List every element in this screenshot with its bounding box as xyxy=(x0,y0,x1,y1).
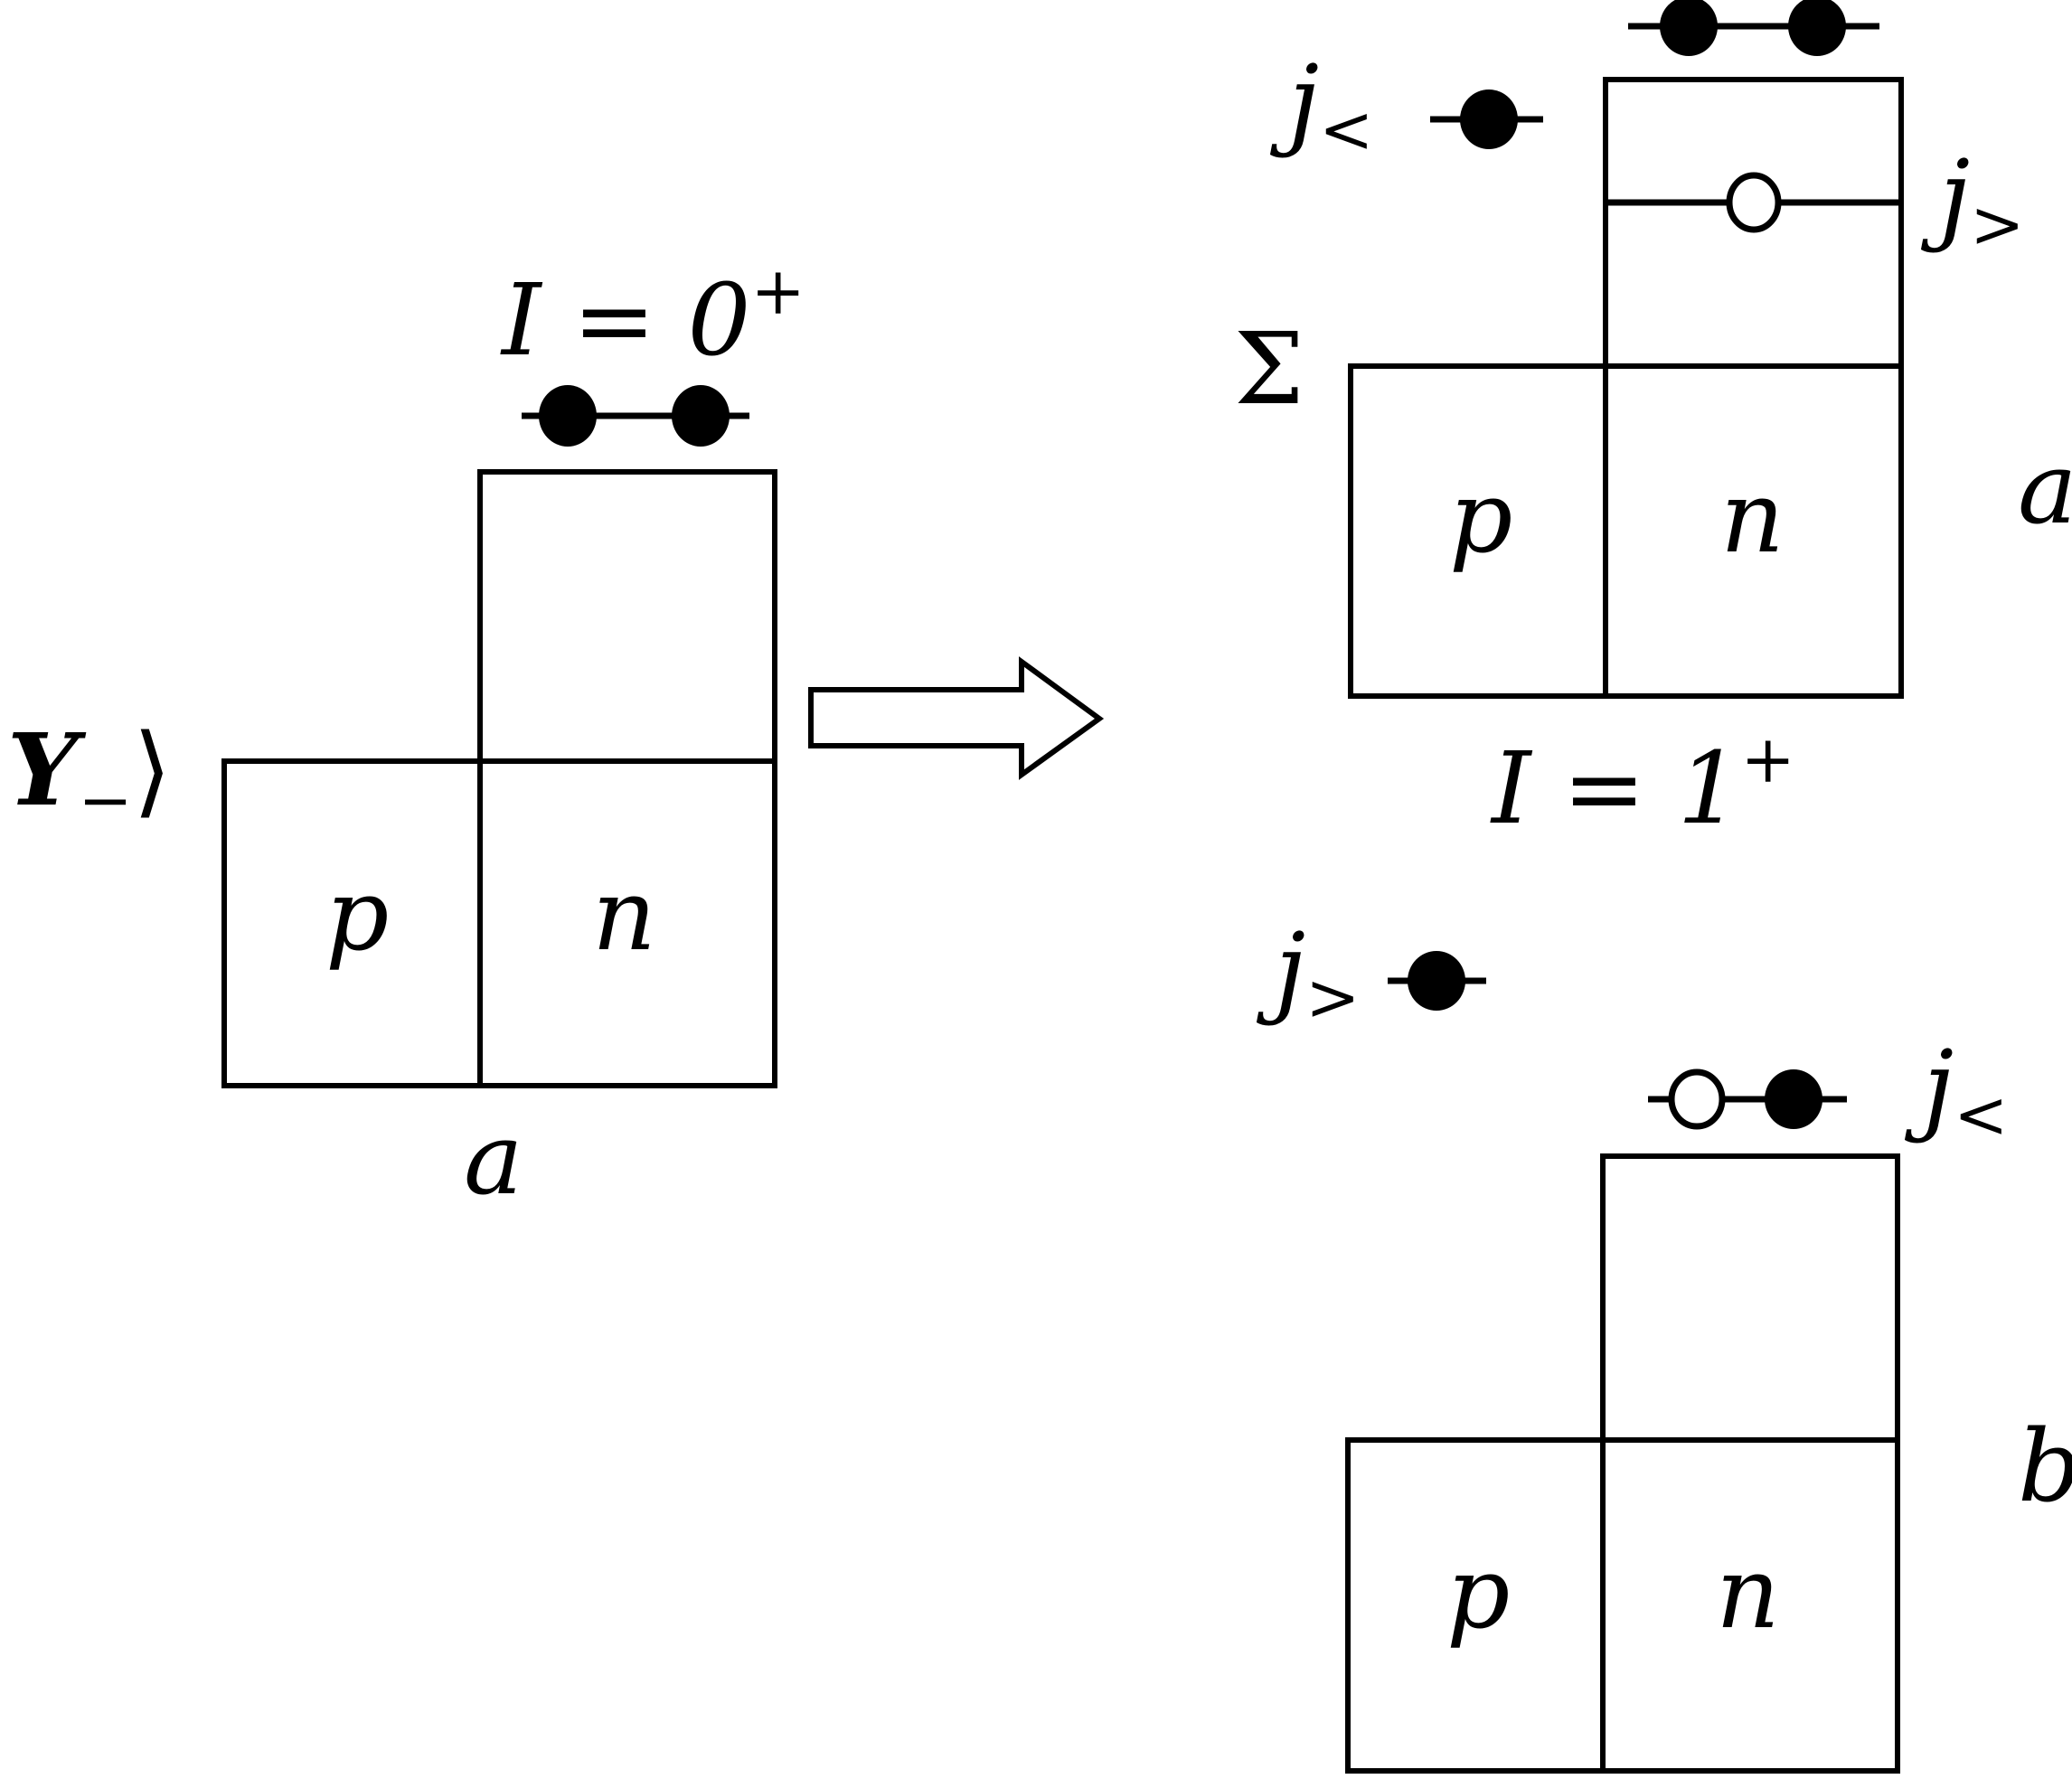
hole-open-icon xyxy=(1726,172,1782,233)
panel-label-b: b xyxy=(2018,1408,2072,1524)
sigma-label: Σ xyxy=(1234,311,1304,427)
proton-label-mask xyxy=(1428,1555,1524,1665)
j-greater-label: j> xyxy=(1256,911,1360,1035)
right-top-diagram: j< j> Σ p n a I = 1+ xyxy=(1234,0,2072,846)
panel-label-a-right: a xyxy=(2018,430,2072,546)
orbital-pair-top xyxy=(1648,1068,1847,1130)
proton-label: p xyxy=(325,857,389,973)
neutron-upper-box xyxy=(1600,1153,1900,1443)
panel-label-a-left: a xyxy=(464,1101,523,1217)
particle-filled-icon xyxy=(1788,0,1846,56)
orbital-jgreater xyxy=(1388,951,1486,1011)
proton-label-mask xyxy=(306,868,401,976)
proton-label: p xyxy=(1446,1535,1510,1651)
right-bottom-diagram: j> j< p n b xyxy=(1256,911,2072,1774)
j-less-label: j< xyxy=(1904,1029,2008,1153)
hole-orbital-inner xyxy=(1606,172,1901,233)
orbital-pair-top xyxy=(1628,0,1879,56)
state-label: Y−⟩ xyxy=(7,711,172,838)
left-diagram: I = 0+ Y−⟩ p n a xyxy=(7,253,805,1217)
spin-label-left: I = 0+ xyxy=(500,253,805,378)
particle-filled-icon xyxy=(1660,0,1718,56)
particle-filled-icon xyxy=(1460,89,1518,149)
particle-filled-icon xyxy=(1408,951,1465,1011)
proton-label: p xyxy=(1449,459,1512,575)
orbital-pair-top xyxy=(522,385,749,447)
particle-filled-icon xyxy=(539,385,597,447)
particle-filled-icon xyxy=(1765,1069,1822,1129)
neutron-label: n xyxy=(1716,1535,1780,1651)
j-greater-label: j> xyxy=(1920,138,2024,262)
neutron-upper-box xyxy=(477,469,777,764)
neutron-label: n xyxy=(592,857,656,973)
j-less-label: j< xyxy=(1269,43,1373,167)
neutron-label: n xyxy=(1720,459,1785,575)
orbital-jless xyxy=(1430,89,1543,149)
particle-filled-icon xyxy=(672,385,730,447)
hole-open-icon xyxy=(1668,1068,1726,1130)
transition-arrow xyxy=(808,656,1105,780)
neutron-upper-box xyxy=(1603,77,1904,369)
spin-label-right: I = 1+ xyxy=(1490,721,1795,846)
proton-label-mask xyxy=(1431,479,1527,588)
